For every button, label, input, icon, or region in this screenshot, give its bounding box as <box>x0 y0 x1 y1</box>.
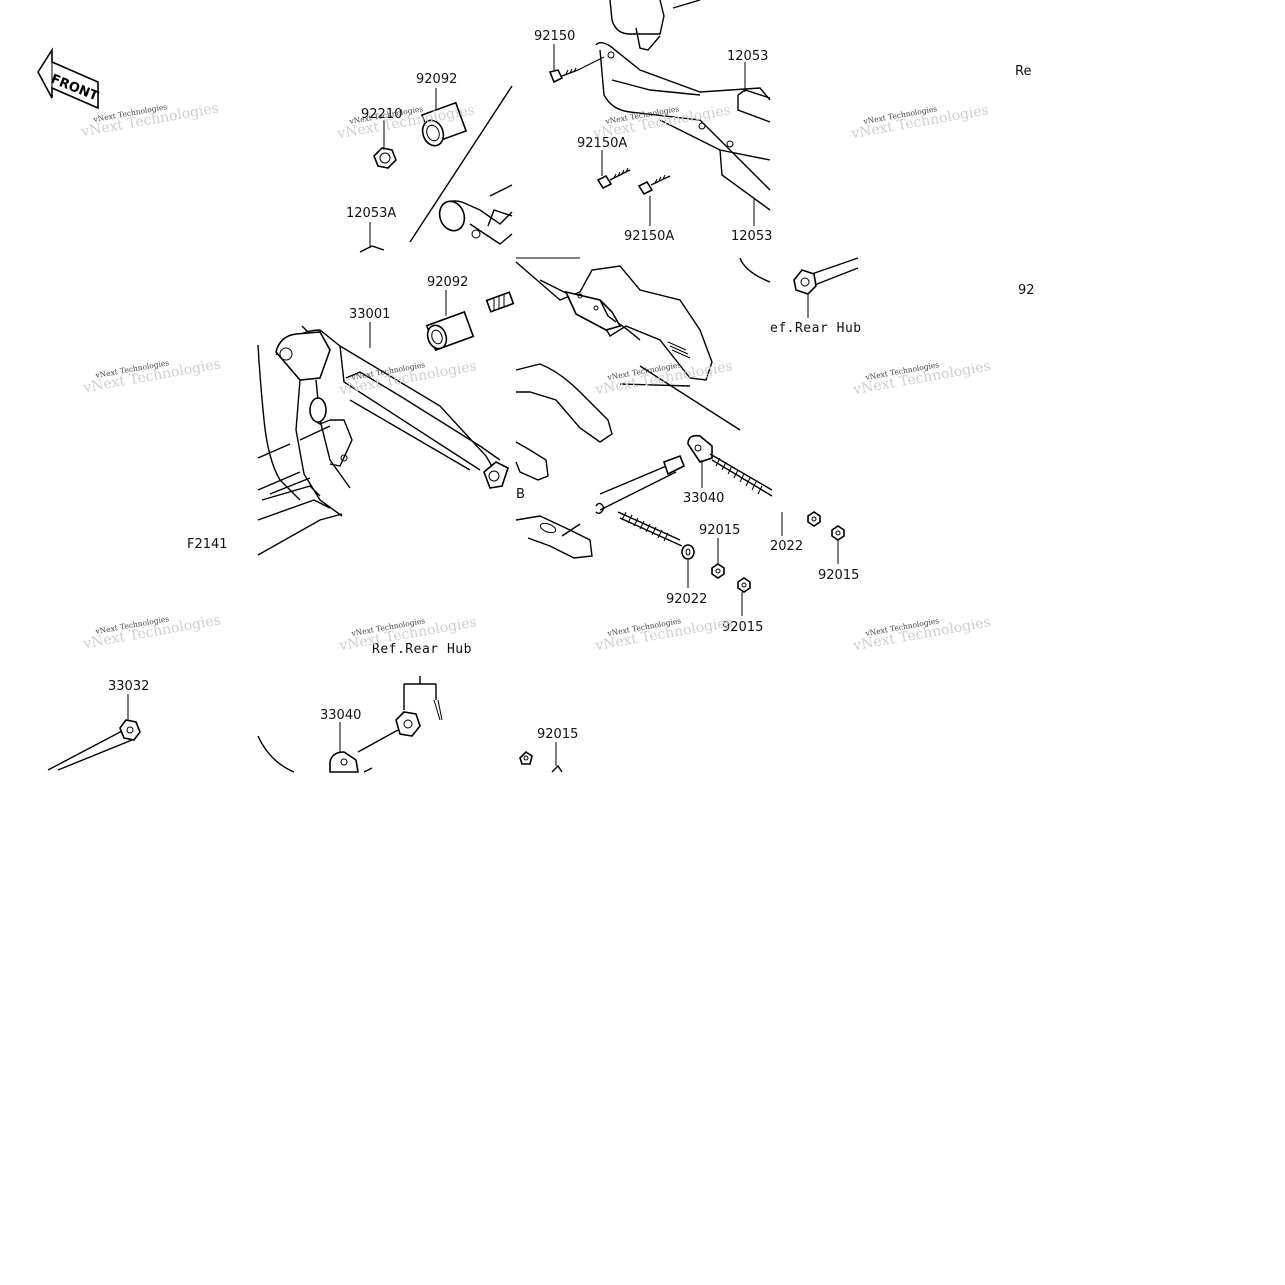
nut-92015-d-icon <box>831 525 845 541</box>
part-label: 92092 <box>427 275 468 290</box>
bolt-92150-icon <box>548 56 605 84</box>
watermark: vNext Technologies vNext Technologies <box>593 614 734 654</box>
watermark: vNext Technologies vNext Technologies <box>849 102 990 142</box>
part-label: 92015 <box>537 727 578 742</box>
part-label: 92150A <box>577 136 627 151</box>
part-label: Re <box>1015 64 1031 79</box>
nut-92015-b-icon <box>737 577 751 593</box>
part-label: 33032 <box>108 679 149 694</box>
ref-labels: ef.Rear Hub Ref.Rear Hub <box>372 321 862 657</box>
watermark: vNext Technologies vNext Technologies <box>591 102 732 142</box>
adjuster-33040-upper-icon <box>687 434 773 497</box>
bolt-92150a-icon <box>596 167 671 196</box>
swingarm-pivot-drawing <box>359 85 513 253</box>
part-label: 12053 <box>727 49 768 64</box>
part-label: 33040 <box>683 491 724 506</box>
watermark: vNext Technologies vNext Technologies <box>81 612 222 652</box>
watermark: vNext Technologies vNext Technologies <box>337 358 478 398</box>
watermark: vNext Technologies vNext Technologies <box>851 358 992 398</box>
watermark: vNext Technologies vNext Technologies <box>81 356 222 396</box>
figure-code: F2141 <box>187 537 228 552</box>
part-label: 92092 <box>416 72 457 87</box>
part-label: 92015 <box>818 568 859 583</box>
adjuster-bolt-lower-icon <box>617 511 683 547</box>
ref-label-rear-hub: Ref.Rear Hub <box>372 642 472 657</box>
part-label: 33001 <box>349 307 390 322</box>
ref-label-rear-hub: ef.Rear Hub <box>770 321 862 336</box>
front-arrow-icon: FRONT <box>37 47 100 110</box>
nut-92210-icon <box>373 147 397 169</box>
watermark: vNext Technologies vNext Technologies <box>851 614 992 654</box>
axle-33032-icon <box>47 719 141 771</box>
part-label: 92210 <box>361 107 402 122</box>
part-label: 33040 <box>320 708 361 723</box>
leader-lines <box>127 44 839 766</box>
part-label: 12053A <box>346 206 396 221</box>
part-label: 12053 <box>731 229 772 244</box>
part-label: 92150 <box>534 29 575 44</box>
collar-92092-mid-icon <box>425 310 475 352</box>
part-label: 92150A <box>624 229 674 244</box>
part-label: 92 <box>1018 283 1035 298</box>
watermark: vNext Technologies vNext Technologies <box>79 100 220 140</box>
part-label: 92015 <box>699 523 740 538</box>
swingarm-33001-drawing <box>257 325 509 556</box>
nut-92015-c-icon <box>807 511 821 527</box>
pin-icon <box>485 291 515 313</box>
chain-tensioner-drawing <box>515 261 741 559</box>
part-labels: 92150 12053 92092 92210 92150A 12053A 92… <box>108 29 1035 742</box>
watermark: vNext Technologies vNext Technologies <box>593 358 734 398</box>
part-label: B <box>516 487 525 502</box>
nut-92015-a-icon <box>711 563 725 579</box>
lower-hub-drawing <box>257 676 563 773</box>
part-label: 92015 <box>722 620 763 635</box>
part-label: 2022 <box>770 539 803 554</box>
collar-92092-top-icon <box>420 101 468 147</box>
part-label: 92022 <box>666 592 707 607</box>
axle-nut-right-icon <box>793 257 859 295</box>
washer-92022-icon <box>681 544 695 560</box>
